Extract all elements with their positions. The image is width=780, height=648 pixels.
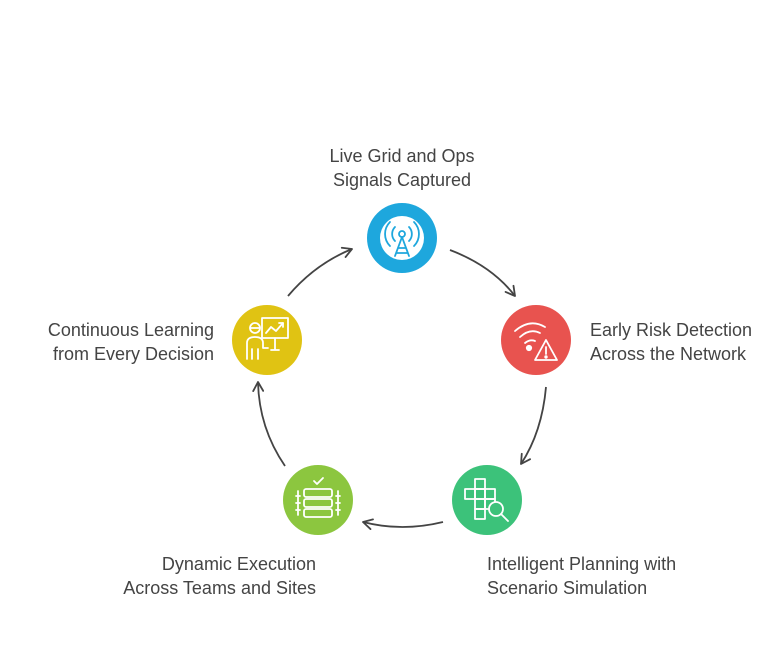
step-2-label-line2: Across the Network bbox=[590, 344, 747, 364]
grid-search-icon bbox=[464, 478, 509, 522]
step-3-label-line1: Intelligent Planning with bbox=[487, 554, 677, 574]
step-node-4 bbox=[283, 465, 353, 535]
radio-tower-icon bbox=[380, 216, 424, 260]
arrow-5-to-1 bbox=[287, 246, 353, 297]
arrow-3-to-4 bbox=[362, 518, 444, 530]
step-3-label: Intelligent Planning with Scenario Simul… bbox=[487, 552, 727, 600]
step-4-label: Dynamic Execution Across Teams and Sites bbox=[86, 552, 316, 600]
arrow-1-to-2 bbox=[449, 249, 516, 297]
step-node-3 bbox=[452, 465, 522, 535]
step-node-2 bbox=[501, 305, 571, 375]
step-1-label-line2: Signals Captured bbox=[332, 170, 472, 190]
step-4-circle bbox=[283, 465, 353, 535]
wifi-warning-icon bbox=[514, 322, 558, 361]
server-check-icon bbox=[295, 477, 341, 518]
step-3-label-line2: Scenario Simulation bbox=[487, 578, 648, 598]
step-2-circle bbox=[501, 305, 571, 375]
step-2-label: Early Risk Detection Across the Network bbox=[590, 318, 778, 366]
step-4-label-line1: Dynamic Execution bbox=[161, 554, 316, 574]
step-node-1 bbox=[367, 203, 437, 273]
arrow-2-to-3 bbox=[520, 386, 547, 465]
step-2-label-line1: Early Risk Detection bbox=[590, 320, 753, 340]
step-5-label-line2: from Every Decision bbox=[52, 344, 214, 364]
step-4-label-line2: Across Teams and Sites bbox=[123, 578, 316, 598]
step-1-label-line1: Live Grid and Ops bbox=[329, 146, 475, 166]
step-node-5 bbox=[232, 305, 302, 375]
presenter-chart-icon bbox=[246, 317, 289, 360]
arrow-4-to-5 bbox=[252, 381, 286, 467]
step-5-label-line1: Continuous Learning bbox=[47, 320, 214, 340]
step-5-circle bbox=[232, 305, 302, 375]
step-5-label: Continuous Learning from Every Decision bbox=[10, 318, 214, 366]
step-3-circle bbox=[452, 465, 522, 535]
step-1-label: Live Grid and Ops Signals Captured bbox=[299, 144, 505, 192]
